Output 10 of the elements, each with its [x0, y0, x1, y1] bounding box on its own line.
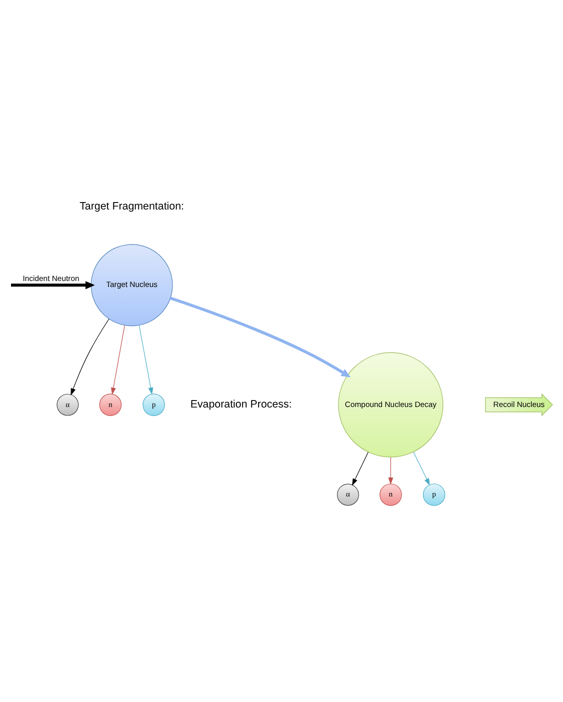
- arrow: [110, 325, 125, 395]
- arrow: [352, 452, 369, 486]
- label: Evaporation Process:: [190, 398, 292, 410]
- arrow: [11, 281, 95, 290]
- arrow: [70, 318, 110, 396]
- label: Target Fragmentation:: [80, 200, 184, 213]
- arrow: [138, 324, 154, 395]
- arrow: [388, 456, 394, 485]
- arrow: [170, 296, 351, 378]
- arrow: [413, 452, 430, 486]
